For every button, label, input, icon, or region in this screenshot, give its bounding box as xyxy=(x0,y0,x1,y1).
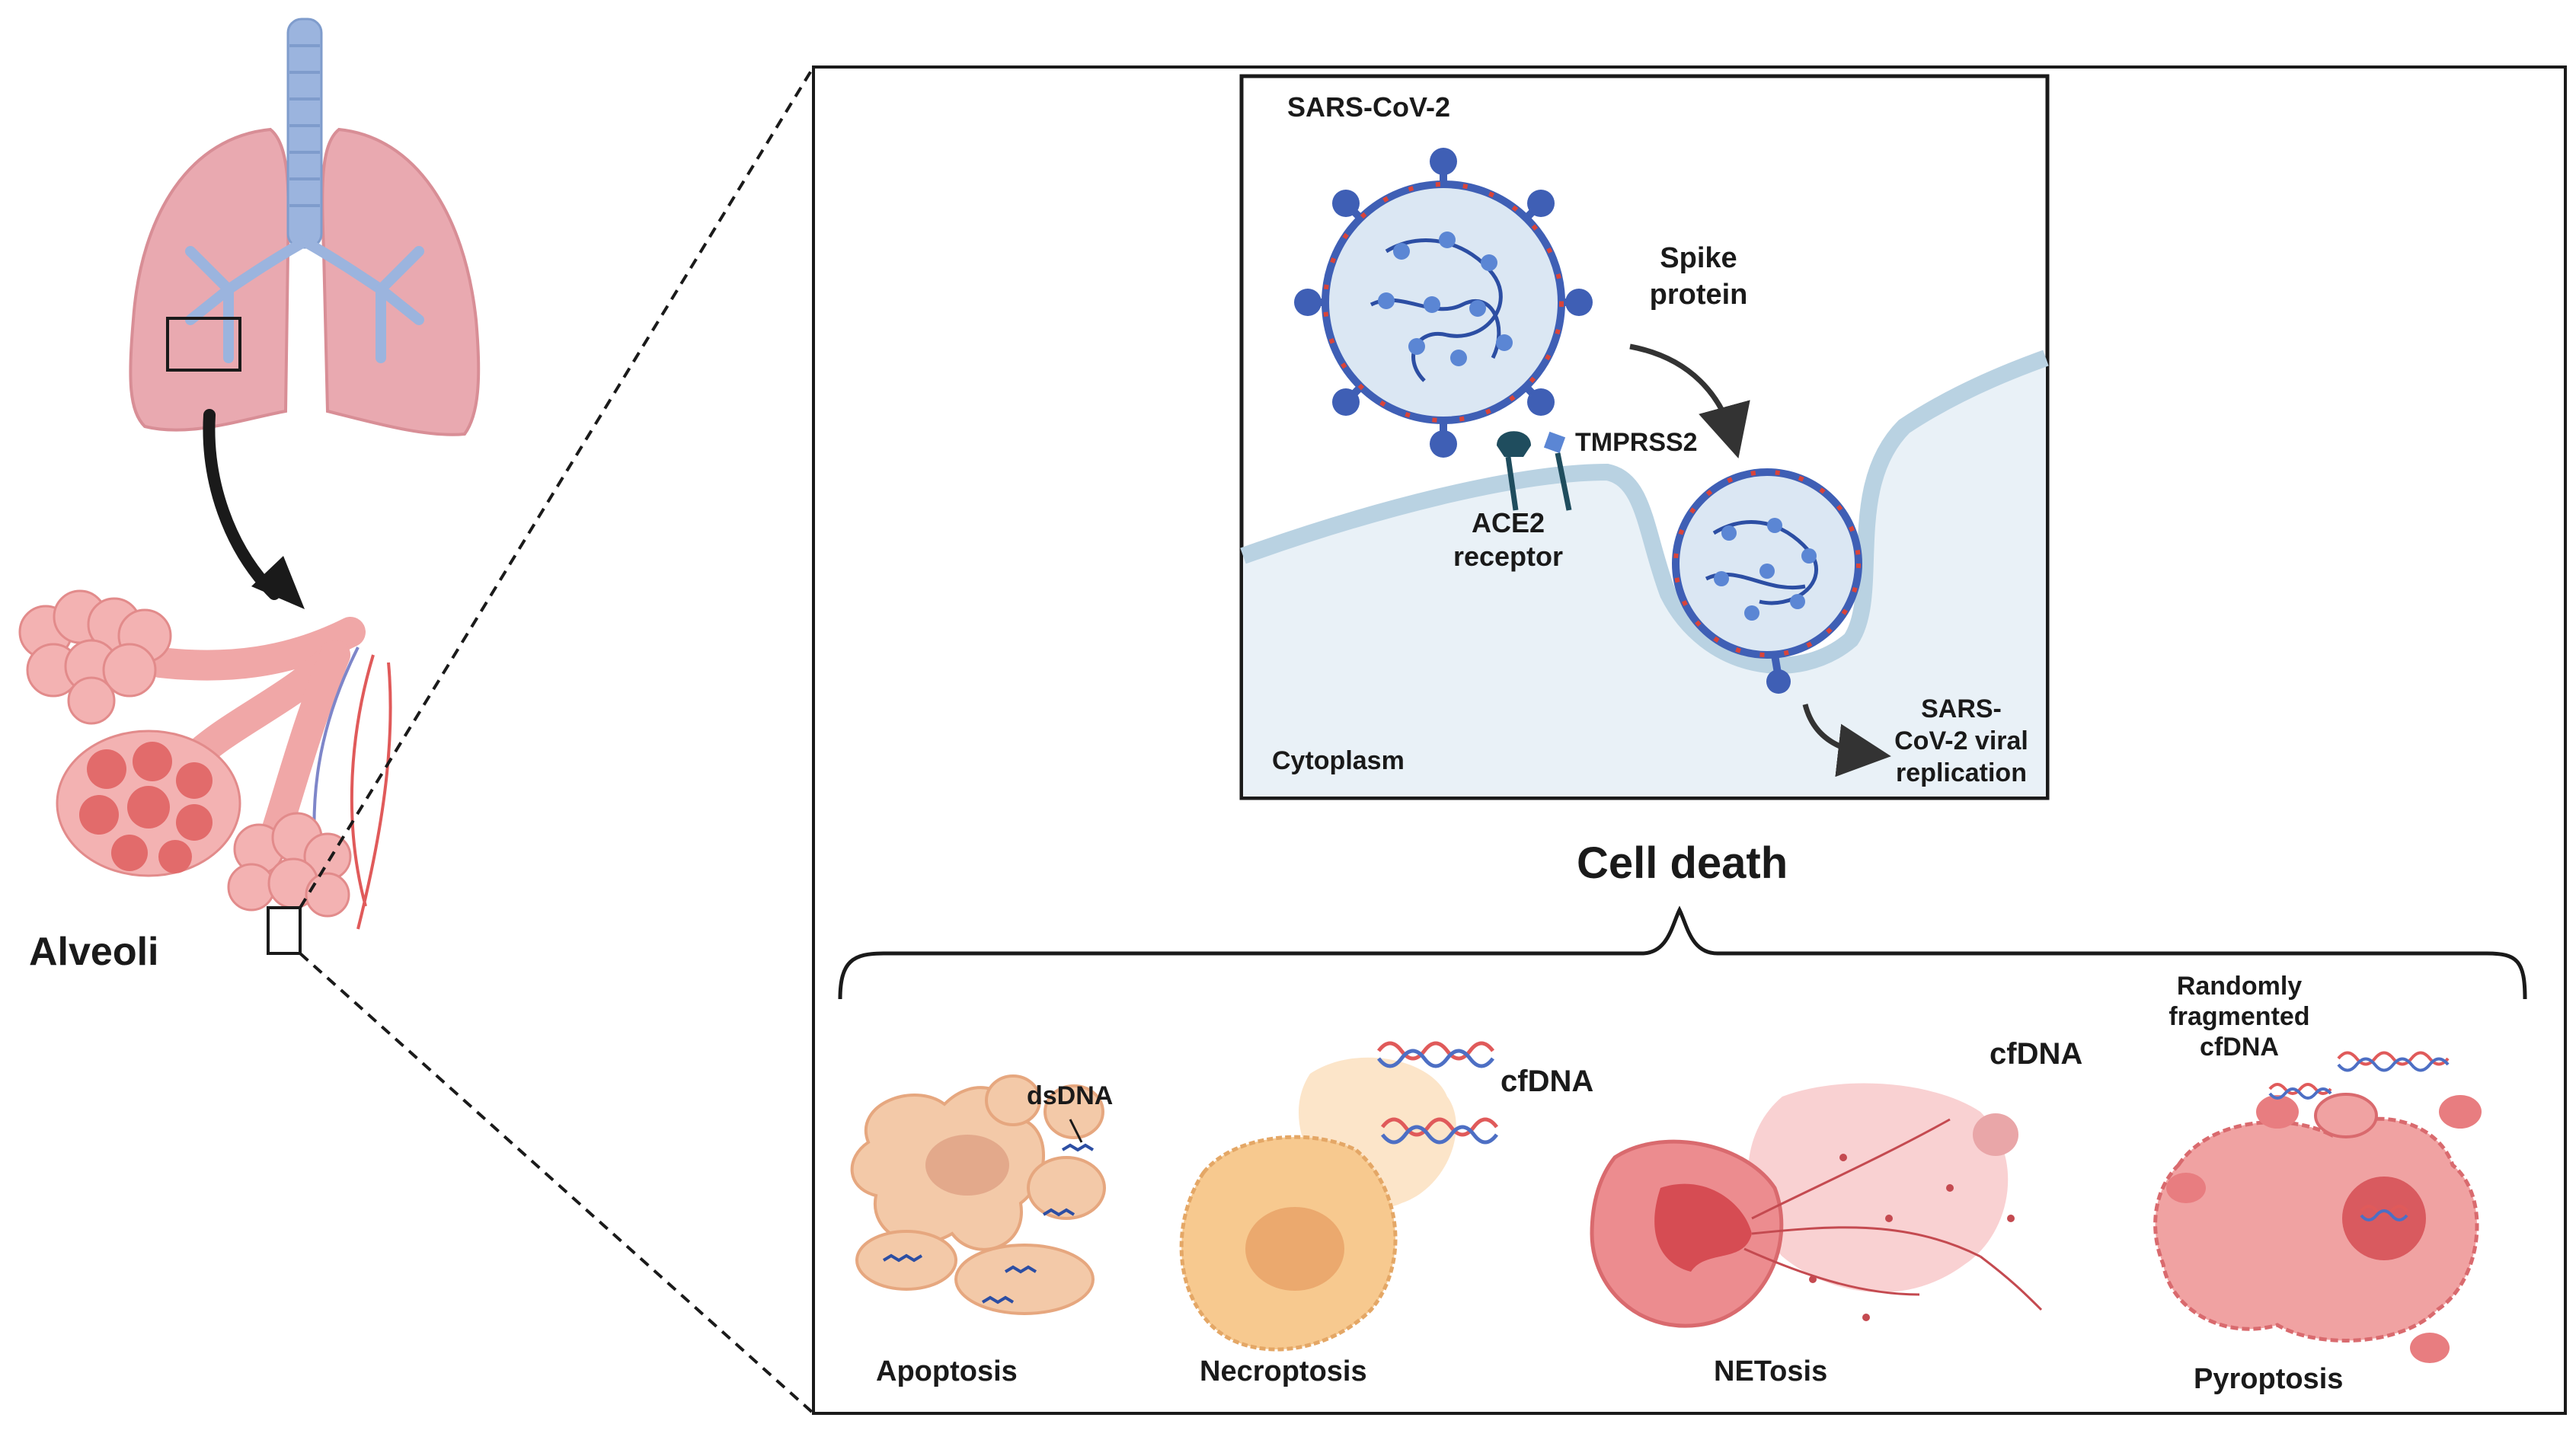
apoptosis-annotation: dsDNA xyxy=(1027,1081,1114,1110)
netosis-label: NETosis xyxy=(1714,1355,1828,1387)
alveolar-sac-small xyxy=(227,812,352,918)
cytoplasm-label: Cytoplasm xyxy=(1272,746,1405,775)
zoom-arrow-head xyxy=(251,556,305,609)
ace2-receptor-label: ACE2 receptor xyxy=(1432,506,1584,573)
replication-label: SARS- CoV-2 viral replication xyxy=(1881,693,2041,789)
cell-death-title: Cell death xyxy=(1577,838,1788,888)
alveoli-illustration xyxy=(18,589,392,955)
replication-arrow xyxy=(1802,704,1891,777)
bronchi xyxy=(185,238,424,363)
pyroptosis-annotation-line2: fragmented xyxy=(2169,1002,2310,1031)
tmprss2-protein xyxy=(1543,431,1572,511)
spike-label-line1: Spike xyxy=(1660,242,1737,274)
left-lung xyxy=(129,127,290,432)
ace2-receptor xyxy=(1497,431,1531,511)
sars-cov-2-virion xyxy=(1294,148,1593,458)
pyroptosis-label: Pyroptosis xyxy=(2194,1363,2344,1395)
necroptosis-label: Necroptosis xyxy=(1200,1355,1367,1387)
netosis-annotation: cfDNA xyxy=(1990,1037,2083,1071)
trachea xyxy=(286,18,323,249)
lungs-illustration xyxy=(129,18,481,436)
necroptosis-annotation: cfDNA xyxy=(1501,1065,1594,1098)
alveoli-zoom-box xyxy=(267,906,302,955)
pyroptosis-illustration xyxy=(2153,1051,2482,1363)
alveolar-sac-middle xyxy=(56,730,241,877)
zoom-arrow xyxy=(203,409,280,600)
ace2-label-line1: ACE2 xyxy=(1471,507,1545,538)
trachea-rings xyxy=(289,44,320,207)
cytoplasm-region xyxy=(1243,358,2046,797)
pyroptosis-annotation-line3: cfDNA xyxy=(2200,1033,2279,1062)
spike-label-line2: protein xyxy=(1649,279,1748,311)
lung-zoom-box xyxy=(166,317,241,372)
replication-line2: CoV-2 viral xyxy=(1894,726,2028,755)
zoom-lines xyxy=(299,65,815,1415)
alveolar-sac-top xyxy=(18,589,172,725)
netosis-illustration xyxy=(1590,1083,2043,1328)
necroptosis-illustration xyxy=(1179,1041,1498,1352)
infection-inset xyxy=(1239,74,2050,800)
tmprss2-label: TMPRSS2 xyxy=(1575,428,1698,457)
apoptosis-illustration xyxy=(850,1074,1106,1315)
replication-line3: replication xyxy=(1896,758,2027,787)
cell-death-brace xyxy=(838,905,2527,1000)
right-lung xyxy=(321,127,481,436)
pyroptosis-annotation-line1: Randomly xyxy=(2176,972,2303,1001)
endosome-virion xyxy=(1672,468,1862,694)
alveoli-label: Alveoli xyxy=(29,930,159,974)
virus-label: SARS-CoV-2 xyxy=(1287,91,1451,123)
ace2-label-line2: receptor xyxy=(1453,541,1564,572)
spike-protein-label: Spike protein xyxy=(1615,240,1782,313)
apoptosis-label: Apoptosis xyxy=(876,1355,1018,1387)
spike-arrow xyxy=(1629,343,1750,459)
pyroptosis-annotation: Randomly fragmented cfDNA xyxy=(2140,971,2338,1062)
cell-membrane xyxy=(1240,350,2049,674)
replication-line1: SARS- xyxy=(1921,694,2002,723)
